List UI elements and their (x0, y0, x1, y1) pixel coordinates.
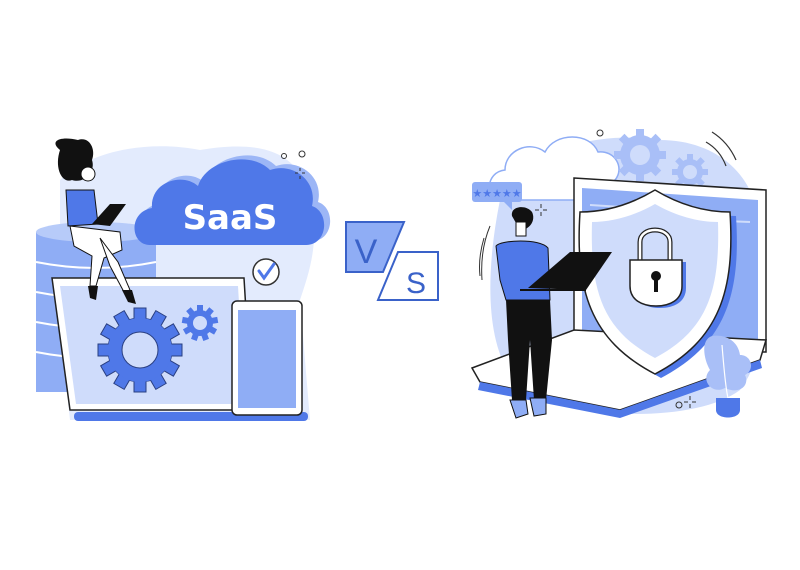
sparkle-dot (298, 150, 306, 158)
gear-small-icon (181, 305, 219, 341)
rating-bubble: ★★★★★ (472, 182, 522, 210)
rating-stars: ★★★★★ (472, 187, 521, 200)
sparkle-icon (295, 168, 305, 179)
versus-badge: V S (345, 221, 439, 301)
sparkle-dot (675, 401, 683, 409)
letter-v: V (355, 233, 378, 271)
sparkle-dot (281, 153, 287, 159)
motion-lines (479, 225, 491, 281)
tablet-icon (231, 300, 303, 416)
sparkle-icon (684, 396, 696, 408)
sparkle-dot (596, 129, 604, 137)
man-with-laptop (495, 207, 612, 419)
sparkle-icon (535, 204, 547, 216)
check-badge-icon (252, 258, 280, 286)
motion-lines (705, 131, 737, 167)
woman-with-laptop (55, 138, 136, 304)
saas-label: SaaS (183, 198, 278, 238)
gears-icon (614, 129, 708, 190)
v-panel (345, 221, 406, 273)
plant-icon (704, 335, 752, 418)
saas-cloud: SaaS (134, 155, 331, 245)
padlock-icon (629, 227, 686, 308)
gear-large-icon (97, 307, 183, 393)
s-panel (376, 251, 439, 301)
letter-s: S (406, 267, 426, 300)
security-scene: ★★★★★ (470, 129, 767, 419)
saas-scene: SaaS (35, 138, 331, 421)
